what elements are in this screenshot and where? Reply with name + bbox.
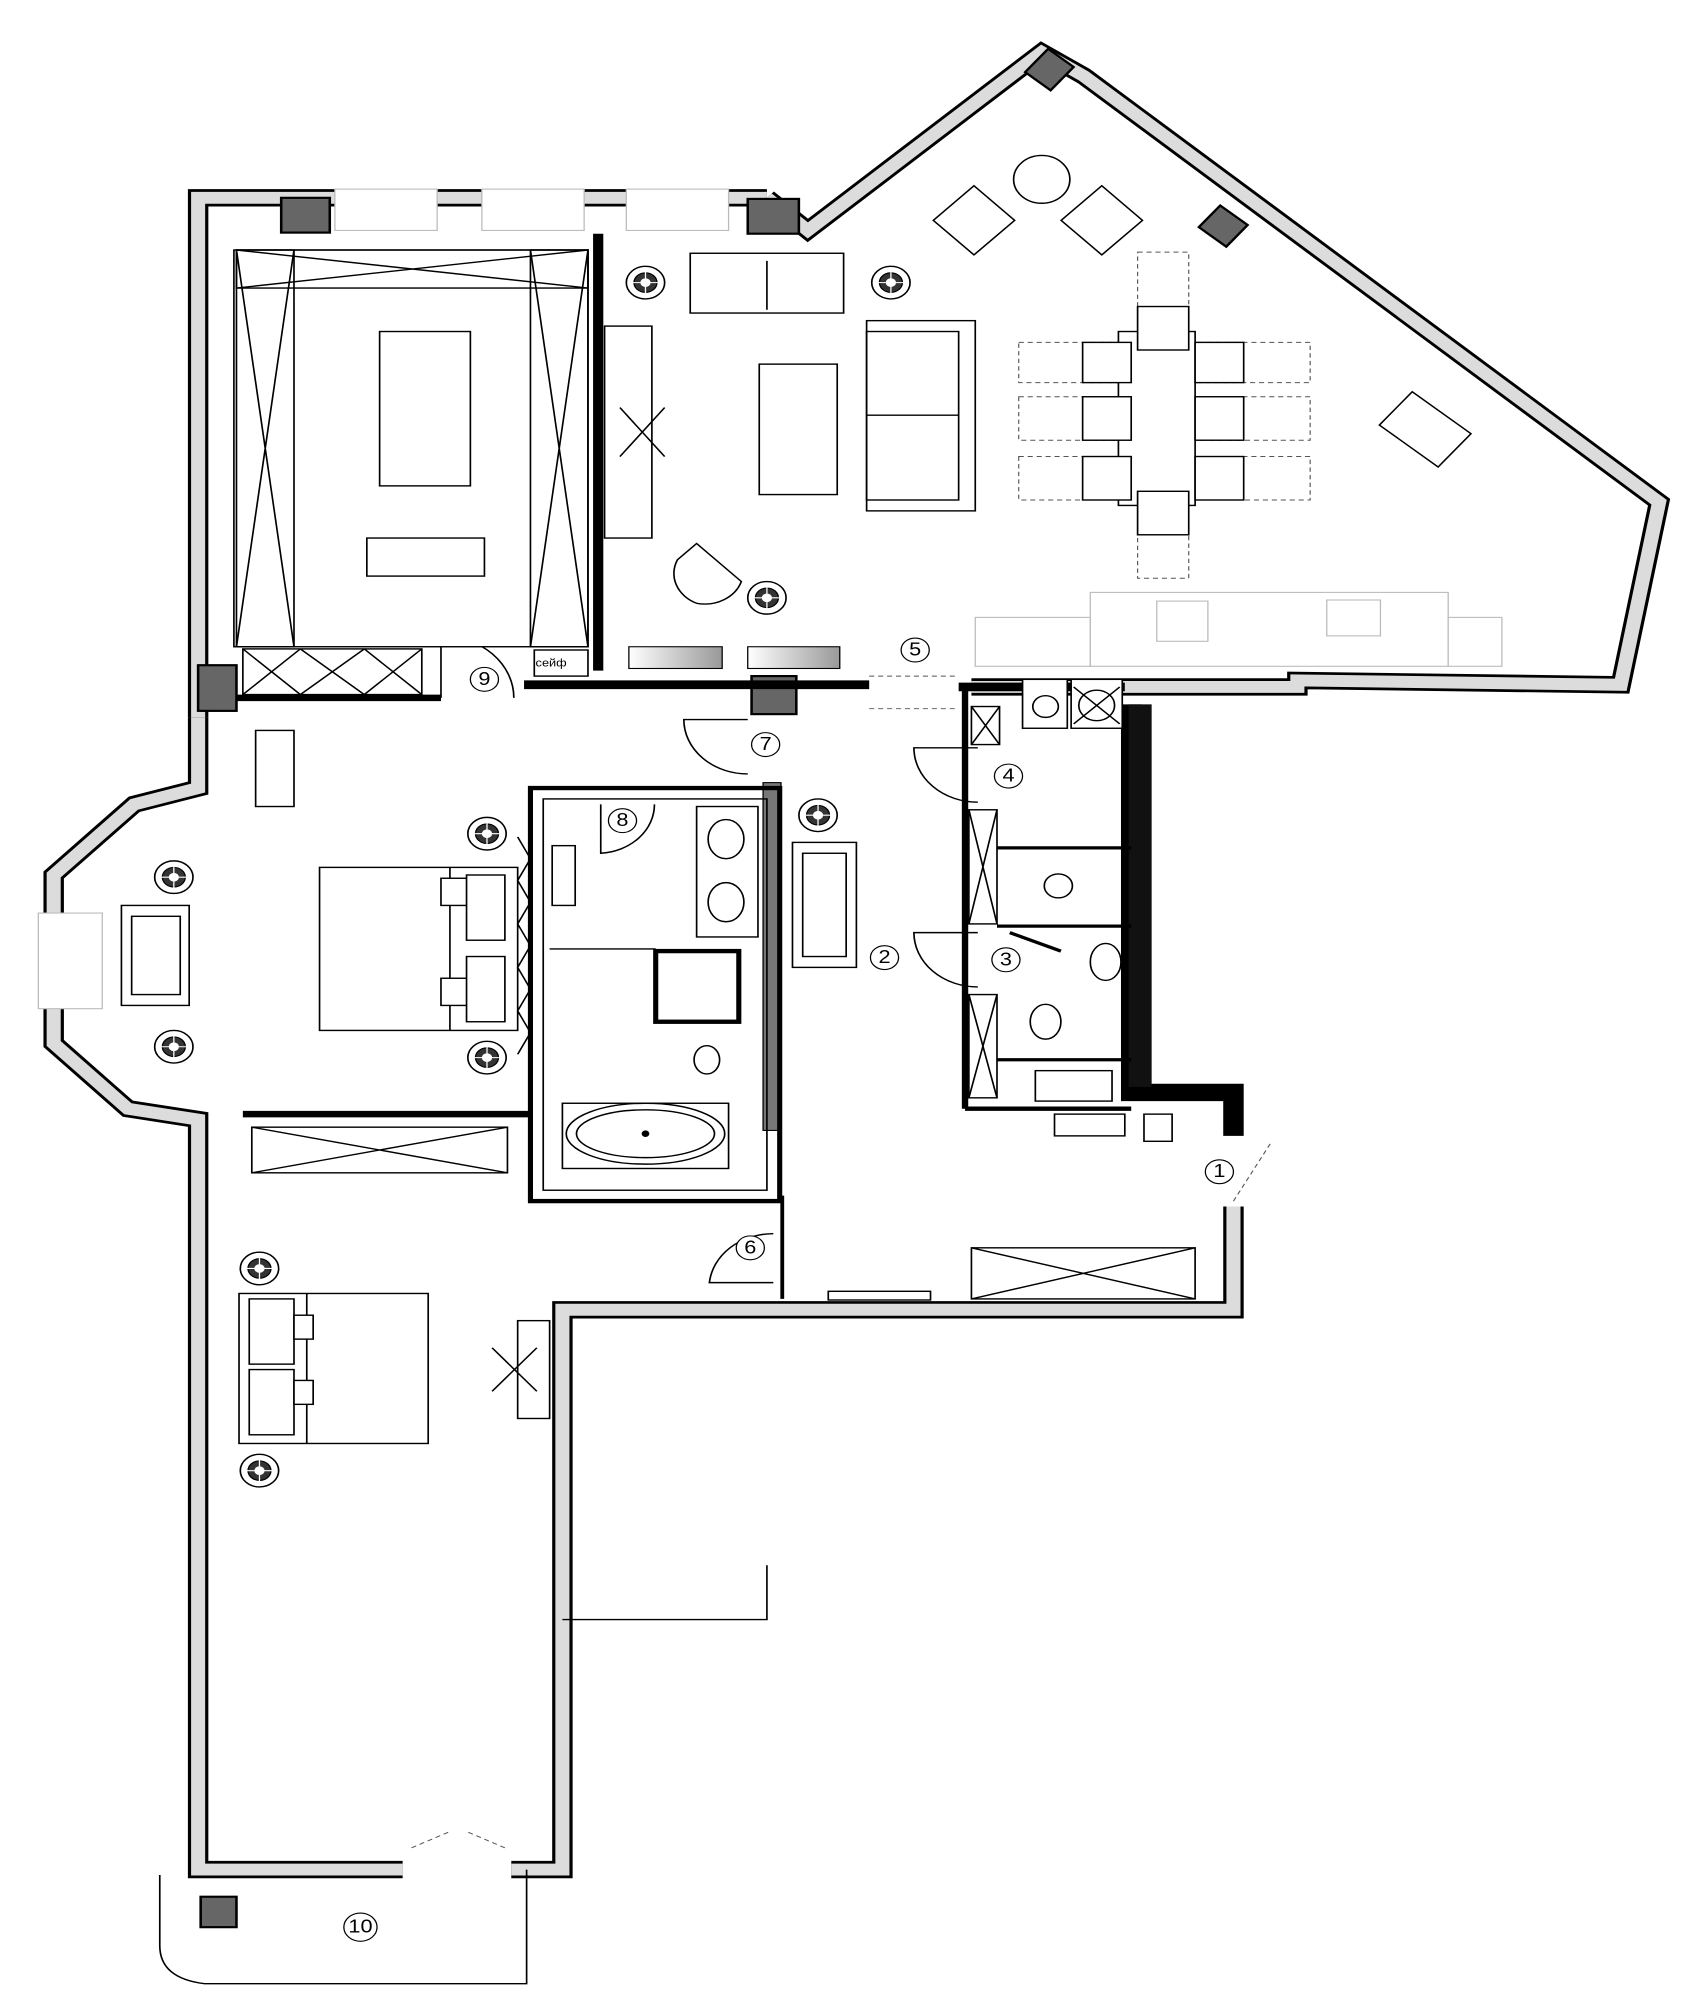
room-label-circle [1204, 1159, 1235, 1185]
lamp-icon [746, 580, 787, 615]
room-labels: 1 2 3 4 5 6 7 8 9 10 [343, 637, 1235, 1942]
room-label-10: 10 [343, 1912, 378, 1942]
room-number: 5 [909, 640, 921, 660]
windows [37, 188, 730, 1010]
lamp-icon [239, 1251, 280, 1286]
lamp-icon [239, 1453, 280, 1488]
room-label-circle [869, 945, 900, 971]
room-number: 7 [760, 734, 772, 754]
room-label-circle [900, 637, 930, 663]
bedroom-2-furniture [120, 729, 532, 1055]
room-label-circle [343, 1912, 378, 1942]
corridor-wc-fixtures [791, 678, 1196, 1301]
room-label-6: 6 [735, 1235, 765, 1261]
room-label-8: 8 [607, 808, 638, 834]
bedroom-1-furniture: сейф [233, 249, 589, 696]
lamp-icon [798, 798, 839, 833]
room-label-9: 9 [469, 666, 500, 692]
lamp-icon [625, 265, 666, 300]
lamp-icon [153, 1029, 194, 1064]
bathroom-fixtures [549, 805, 759, 1170]
room-label-circle [607, 808, 638, 834]
room-number: 8 [616, 811, 628, 831]
room-number: 10 [348, 1917, 372, 1937]
room-label-4: 4 [993, 763, 1024, 789]
room-label-circle [991, 947, 1021, 973]
room-number: 3 [1000, 950, 1012, 970]
room-number: 9 [478, 669, 490, 689]
room-label-circle [750, 732, 781, 758]
room-label-circle [735, 1235, 765, 1261]
room-label-circle [993, 763, 1024, 789]
bedroom-3-furniture [238, 1126, 551, 1445]
room-number: 6 [744, 1238, 756, 1258]
room-number: 4 [1002, 766, 1014, 786]
room-label-7: 7 [750, 732, 781, 758]
interior-walls [236, 233, 1132, 1299]
room-label-3: 3 [991, 947, 1021, 973]
lamp-icon [153, 860, 194, 895]
lamp-icon [466, 1040, 507, 1075]
lamp-icon [870, 265, 911, 300]
room-label-circle [469, 666, 500, 692]
room-label-2: 2 [869, 945, 900, 971]
balcony-outline [158, 1869, 528, 1985]
safe-label: сейф [536, 656, 567, 669]
lamp-icon [466, 816, 507, 851]
room-number: 1 [1213, 1162, 1225, 1182]
room-label-1: 1 [1204, 1159, 1235, 1185]
living-room-furniture [603, 154, 1503, 670]
room-label-5: 5 [900, 637, 930, 663]
room-number: 2 [878, 948, 890, 968]
